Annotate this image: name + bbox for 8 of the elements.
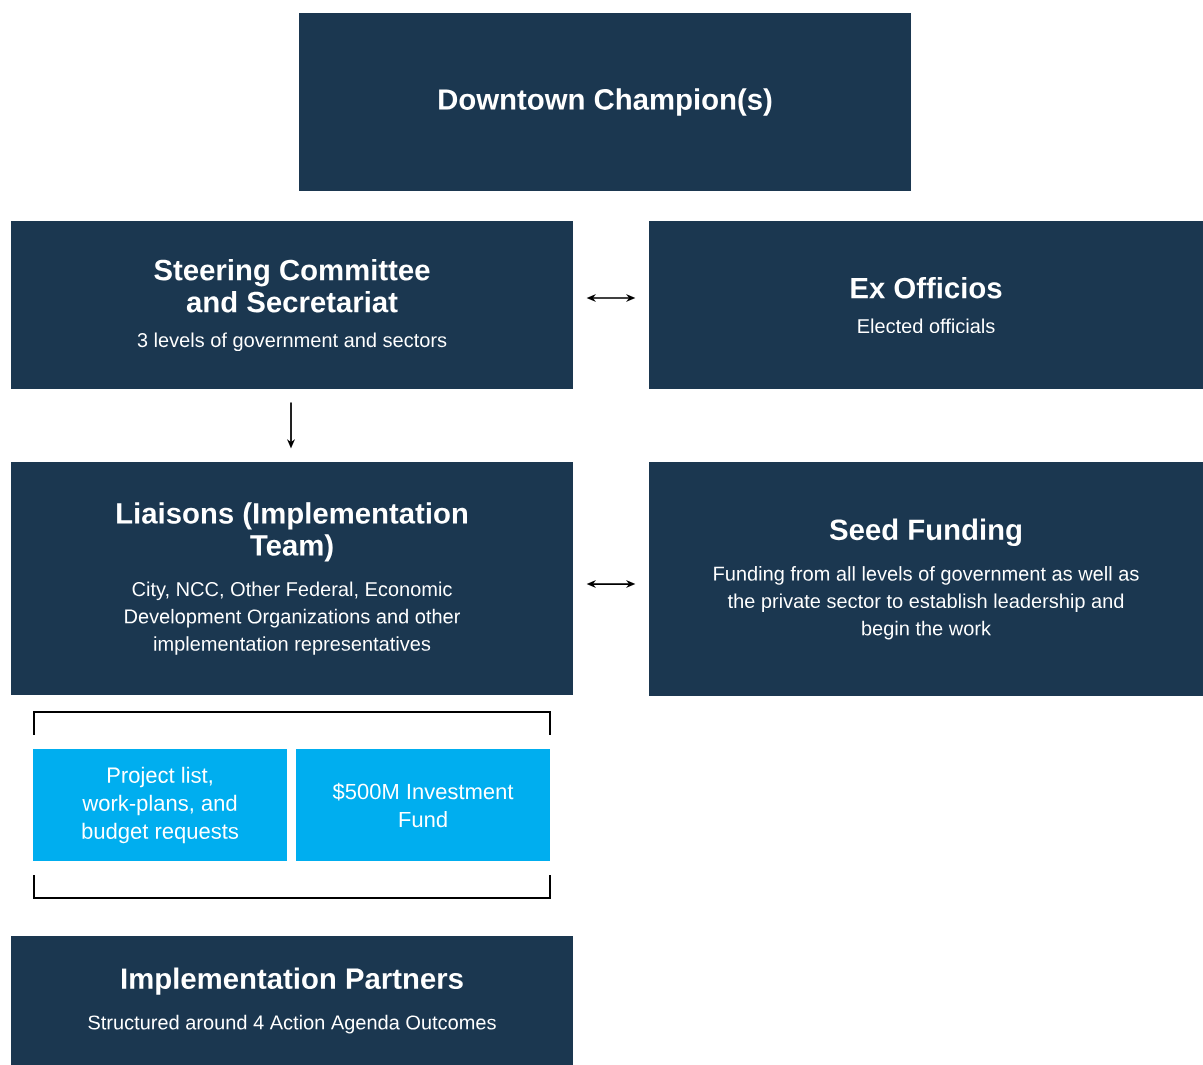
org-box: Steering Committee and Secretariat 3 levels of government and sectors — [11, 221, 573, 389]
org-box: Ex Officios Elected officials — [649, 221, 1203, 389]
org-box: Liaisons (Implementation Team) City, NCC, Other Federal, Economic Development Organizations and other implementation representatives — [11, 462, 573, 695]
item-box: Project list, work-plans, and budget requests — [33, 749, 287, 861]
item-box: $500M Investment Fund — [296, 749, 550, 861]
org-box: Implementation Partners Structured around 4 Action Agenda Outcomes — [11, 936, 573, 1065]
org-box: Downtown Champion(s) — [299, 13, 911, 191]
org-box: Seed Funding Funding from all levels of government as well as the private sector to establish leadership and begin the work — [649, 462, 1203, 696]
